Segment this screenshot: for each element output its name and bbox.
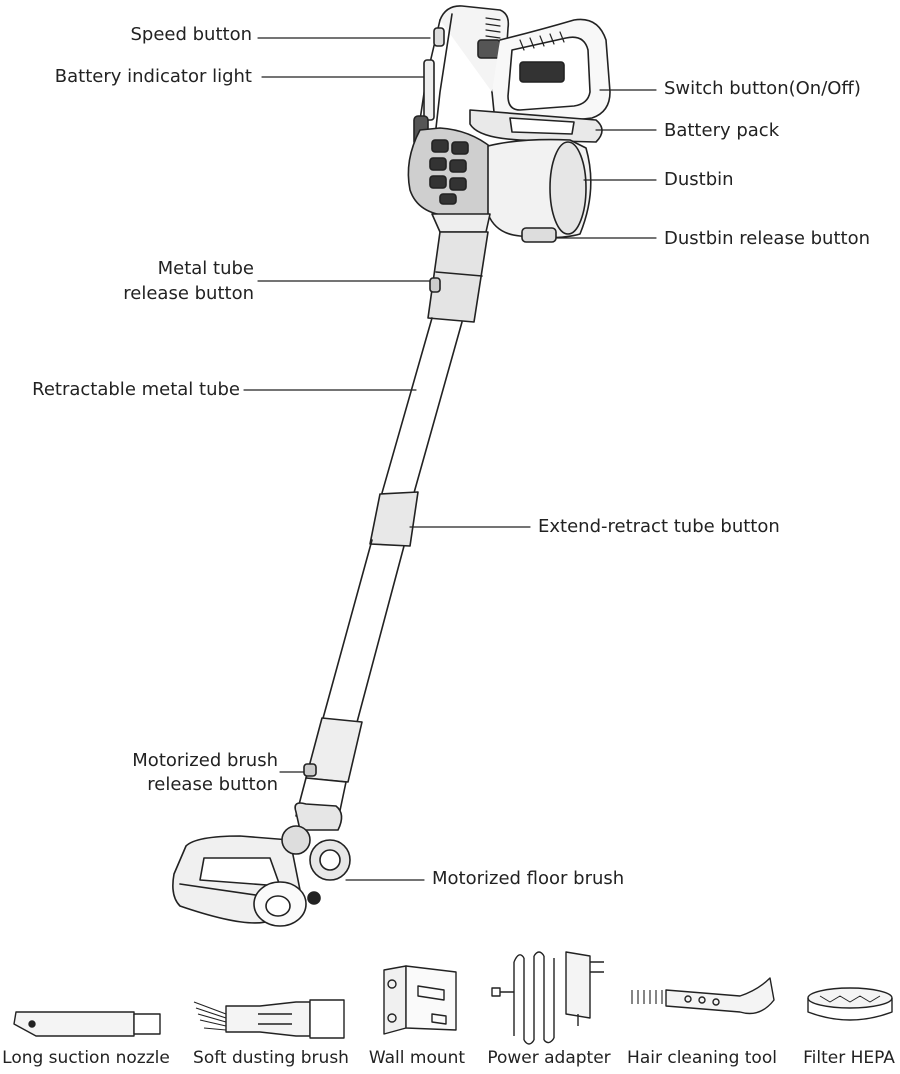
vacuum-body — [407, 5, 611, 243]
label-dustbin: Dustbin — [664, 169, 734, 190]
retractable-tube — [321, 317, 463, 727]
lower-neck — [294, 717, 363, 831]
floor-brush — [172, 825, 351, 927]
label-dustbin-release-button: Dustbin release button — [664, 228, 870, 249]
caption-hair-cleaning-tool: Hair cleaning tool — [627, 1048, 777, 1068]
label-metal-tube-release-line1: Metal tube — [157, 258, 254, 279]
upper-tube — [427, 231, 489, 323]
metal-tube-release-shape — [429, 277, 441, 293]
power-adapter-icon — [491, 951, 604, 1045]
hair-cleaning-tool-icon — [631, 977, 775, 1015]
motorized-brush-release-shape — [303, 763, 317, 777]
caption-wall-mount: Wall mount — [368, 1048, 466, 1068]
dustbin-release-shape — [521, 227, 557, 243]
filter-hepa-icon — [807, 987, 893, 1021]
long-suction-nozzle-icon — [13, 1011, 161, 1037]
caption-long-suction-nozzle: Long suction nozzle — [2, 1048, 170, 1068]
label-extend-retract-tube-button: Extend-retract tube button — [538, 516, 780, 537]
label-motorized-brush-release-line2: release button — [147, 774, 278, 795]
label-speed-button: Speed button — [130, 24, 252, 45]
label-motorized-brush-release-line1: Motorized brush — [132, 750, 278, 771]
label-battery-pack: Battery pack — [664, 120, 780, 141]
label-retractable-metal-tube: Retractable metal tube — [32, 379, 240, 400]
label-metal-tube-release-line2: release button — [123, 283, 254, 304]
soft-dusting-brush-icon — [193, 999, 345, 1039]
caption-power-adapter: Power adapter — [487, 1048, 611, 1068]
label-battery-indicator-light: Battery indicator light — [54, 66, 252, 87]
caption-soft-dusting-brush: Soft dusting brush — [193, 1048, 349, 1068]
speed-button-shape — [433, 27, 445, 47]
caption-filter-hepa: Filter HEPA — [803, 1048, 895, 1068]
battery-indicator-shape — [423, 59, 435, 121]
label-motorized-floor-brush: Motorized floor brush — [432, 868, 625, 889]
label-switch-button: Switch button(On/Off) — [664, 78, 861, 99]
wall-mount-icon — [383, 965, 457, 1035]
